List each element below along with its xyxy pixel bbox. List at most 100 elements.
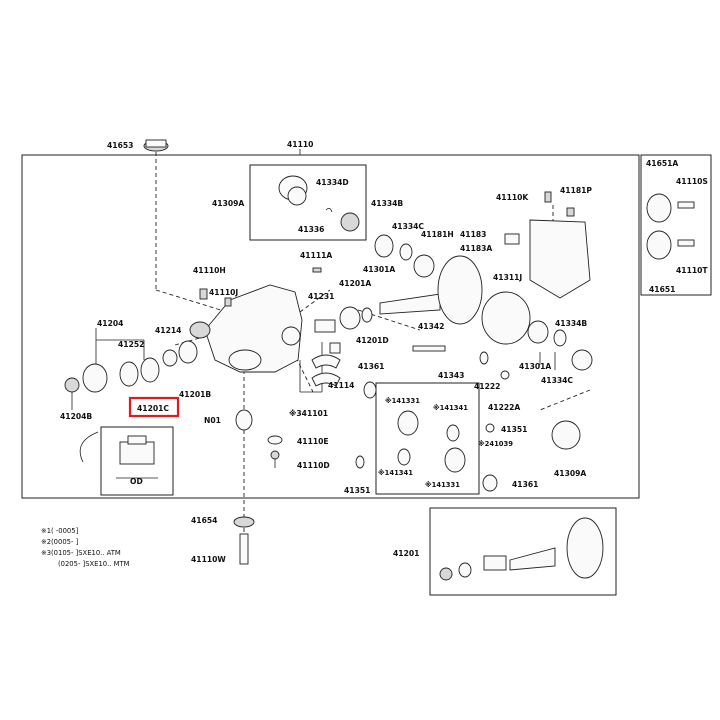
- ring-gear-set-frame: [429, 507, 617, 596]
- label-41114: 41114: [328, 381, 354, 390]
- label-41309a-top: 41309A: [212, 199, 244, 208]
- washer-41341-top-part: [446, 424, 460, 442]
- label-41336: 41336: [298, 225, 324, 234]
- flange-41309a-bot-part: [551, 420, 581, 450]
- bolt-41110k-part: [544, 191, 552, 203]
- label-41101: ※341101: [289, 409, 328, 418]
- side-parts-frame: [640, 154, 712, 296]
- label-41343: 41343: [438, 371, 464, 380]
- label-41334b-mid: 41334B: [555, 319, 587, 328]
- flange-41204-part: [82, 363, 108, 393]
- washer-41341-bot-part: [397, 448, 411, 466]
- housing-side-boss: [189, 321, 211, 339]
- washer-41214-part: [162, 349, 178, 367]
- label-41110: 41110: [287, 140, 313, 149]
- seal-41336-part: [340, 212, 360, 232]
- label-od: OD: [130, 477, 143, 486]
- label-41110d: 41110D: [297, 461, 330, 470]
- label-41110t: 41110T: [676, 266, 708, 275]
- seal-41252-part: [119, 361, 139, 387]
- bolt-41110j-part: [224, 297, 232, 307]
- seal-41201c-part: [140, 357, 160, 383]
- housing-flange: [228, 349, 262, 371]
- shim-41201d-part: [361, 307, 373, 323]
- label-41653: 41653: [107, 141, 133, 150]
- note-2: ※2(0005- ]: [41, 538, 79, 546]
- diff-case-41311j-part: [481, 291, 531, 345]
- label-41311j: 41311J: [493, 273, 522, 282]
- label-41361-bot: 41361: [512, 480, 538, 489]
- label-41110h: 41110H: [193, 266, 226, 275]
- label-41341-top: ※141341: [433, 403, 468, 412]
- label-41252: 41252: [118, 340, 144, 349]
- washer-gearset-part: [458, 562, 472, 578]
- race-41334c-mid-part: [553, 329, 567, 347]
- bolt-41110h-part: [199, 288, 208, 300]
- pinion-gearset-part: [509, 547, 556, 571]
- bearing-41334b-top-part: [374, 234, 394, 258]
- spacer-gearset-part: [483, 555, 507, 571]
- bearing-41334b-mid-part: [571, 349, 593, 371]
- pin-41222-part: [479, 351, 489, 365]
- main-assembly-frame: [21, 154, 640, 499]
- label-41110e: 41110E: [297, 437, 329, 446]
- label-41110s: 41110S: [676, 177, 708, 186]
- gasket-41654-part: [233, 516, 255, 528]
- label-41201d: 41201D: [356, 336, 389, 345]
- label-41309a-bot: 41309A: [554, 469, 586, 478]
- gear-41331-bot-part: [444, 447, 466, 473]
- ring-gearset-part: [566, 517, 604, 579]
- clip-41222a-part: [500, 370, 510, 380]
- shaft-41342-part: [412, 345, 446, 352]
- mount-41651a-part: [646, 193, 672, 223]
- spacer-41231-part: [314, 319, 336, 333]
- label-41201a: 41201A: [339, 279, 371, 288]
- washer-41351-bot-part: [355, 455, 365, 469]
- bolt-41110s-part: [677, 201, 695, 209]
- washer-41361-bot-part: [482, 474, 498, 492]
- washer-41351-part: [485, 423, 495, 433]
- flange-hub: [287, 186, 307, 206]
- washer-41361-part: [363, 381, 377, 399]
- housing-bore: [281, 326, 301, 346]
- label-41204b: 41204B: [60, 412, 92, 421]
- label-41183a: 41183A: [460, 244, 492, 253]
- label-41654: 41654: [191, 516, 217, 525]
- nut-41204b-part: [64, 377, 80, 393]
- label-41331-bot: ※141331: [425, 480, 460, 489]
- label-41301a-top: 41301A: [363, 265, 395, 274]
- label-41231: 41231: [308, 292, 334, 301]
- label-41351-bot: 41351: [344, 486, 370, 495]
- bolt-41110t-part: [677, 239, 695, 247]
- label-41222a: 41222A: [488, 403, 520, 412]
- cap-41101b-part: [311, 372, 341, 387]
- label-41181h: 41181H: [421, 230, 454, 239]
- label-41331-top: ※141331: [385, 396, 420, 405]
- od-arrow: [79, 431, 99, 463]
- rear-cover: [529, 219, 591, 299]
- nut-gearset-part: [439, 567, 453, 581]
- label-41651: 41651: [649, 285, 675, 294]
- label-n01: N01: [204, 416, 221, 425]
- bearing-41301a-mid-part: [527, 320, 549, 344]
- label-41201: 41201: [393, 549, 419, 558]
- note-1: ※1( -0005]: [41, 527, 79, 535]
- plug-41181p-part: [566, 207, 575, 217]
- od-nut-top: [127, 435, 147, 445]
- highlight-41201c-box: [128, 396, 180, 418]
- label-41201b: 41201B: [179, 390, 211, 399]
- note-4: (0205- ]SXE10.. MTM: [58, 560, 130, 568]
- washer-41110e-part: [267, 435, 283, 445]
- od-nut-drawing: [119, 441, 155, 465]
- plug-41110d-part: [270, 450, 280, 460]
- label-41341-bot: ※141341: [378, 468, 413, 477]
- label-41214: 41214: [155, 326, 181, 335]
- label-41361-top: 41361: [358, 362, 384, 371]
- label-41334c-top: 41334C: [392, 222, 424, 231]
- od-detail-frame: [100, 426, 174, 496]
- label-41301a-mid: 41301A: [519, 362, 551, 371]
- bearing-41201b-part: [178, 340, 198, 364]
- pin-41111a-part: [312, 267, 322, 273]
